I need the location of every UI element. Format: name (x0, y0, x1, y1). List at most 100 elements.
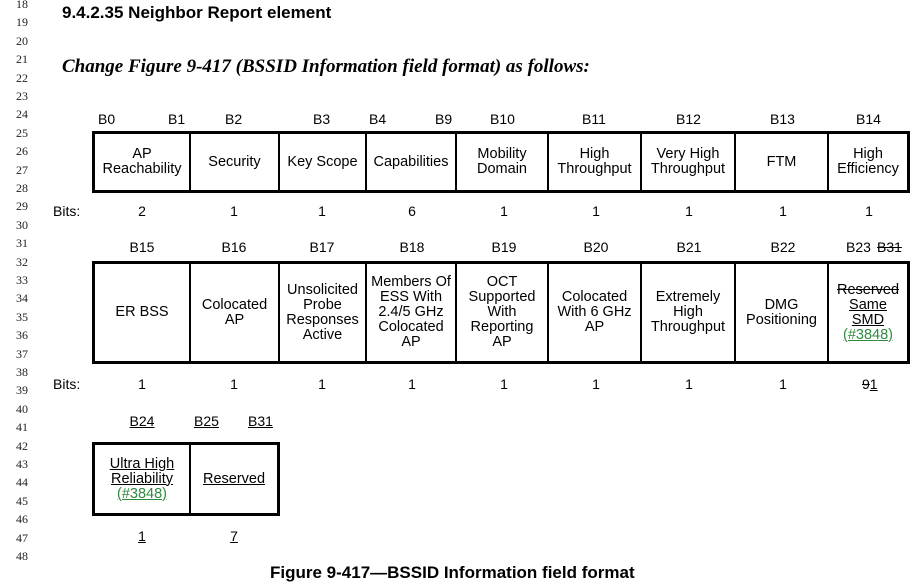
line-number: 41 (16, 420, 28, 435)
field-text-line: Key Scope (287, 153, 358, 170)
comment-ref-link[interactable]: (#3848) (843, 326, 893, 343)
line-number: 36 (16, 328, 28, 343)
field-text-line: ER BSS (115, 304, 169, 320)
field-text-line: Capabilities (373, 153, 449, 170)
field-text-line: Colocated (561, 289, 628, 305)
field-text-line: Probe (303, 296, 342, 313)
field-text-line: Reporting (470, 319, 534, 335)
inserted-text: Same (849, 296, 887, 313)
line-number: 23 (16, 89, 28, 103)
inserted-text: SMD (851, 311, 885, 328)
bit-count: 1 (685, 203, 693, 219)
bit-label: B23 (846, 239, 871, 255)
field-text-line: Active (302, 326, 343, 343)
bit-count: 7 (230, 528, 238, 544)
bit-label-deleted: B31 (877, 239, 902, 255)
line-number: 37 (16, 346, 28, 361)
bit-count: 2 (138, 203, 146, 219)
bit-label: B4 (369, 111, 387, 127)
field-text-line: With 6 GHz (557, 304, 632, 320)
field-security: Security (191, 134, 280, 190)
bits-label: Bits: (53, 376, 81, 392)
line-number: 47 (16, 530, 28, 545)
field-text-line: Throughput (650, 161, 726, 177)
bit-count: 1 (592, 376, 600, 392)
field-ultra-high-reliability: Ultra High Reliability (#3848) (95, 445, 191, 513)
field-text-line: Extremely (655, 289, 721, 305)
line-number: 44 (16, 475, 28, 490)
field-text-line: Reachability (102, 161, 182, 177)
bit-label: B9 (435, 111, 453, 127)
field-text-line: With (487, 304, 517, 320)
bit-label: B20 (583, 239, 609, 255)
deleted-text: Reserved (836, 281, 900, 298)
bit-count: 1 (500, 376, 508, 392)
bit-label: B1 (168, 111, 186, 127)
field-text-line: Colocated (201, 296, 268, 313)
bit-count: 1 (865, 203, 873, 219)
bit-label: B24 (129, 413, 155, 429)
line-number: 42 (16, 438, 28, 453)
line-number: 46 (16, 512, 28, 527)
field-text-line: AP (492, 334, 512, 350)
line-number: 26 (16, 144, 28, 159)
bit-count: 1 (230, 376, 238, 392)
field-ftm: FTM (736, 134, 829, 190)
bit-count: 1 (138, 528, 146, 544)
line-number: 48 (16, 549, 28, 563)
line-number: 33 (16, 273, 28, 287)
field-text-line: High (853, 146, 883, 162)
line-number: 19 (16, 15, 28, 30)
bit-label: B10 (490, 111, 515, 127)
line-number: 31 (16, 236, 28, 251)
field-text-line: AP (224, 311, 245, 328)
bit-count: 1 (779, 203, 787, 219)
editing-instruction: Change Figure 9-417 (BSSID Information f… (62, 56, 590, 77)
field-text-line: Unsolicited (287, 281, 358, 298)
field-text-line: AP (584, 319, 605, 335)
bit-count-edit: 91 (862, 376, 878, 392)
line-number: 28 (16, 181, 28, 195)
field-key-scope: Key Scope (280, 134, 367, 190)
field-text-line: 2.4/5 GHz (378, 304, 444, 320)
field-reserved: Reserved (191, 445, 277, 513)
field-text-line: High (579, 146, 610, 162)
field-text: Security (208, 153, 261, 170)
field-text-line: AP (132, 146, 152, 162)
line-number: 35 (16, 309, 28, 324)
comment-ref-link[interactable]: (#3848) (117, 485, 167, 502)
inserted-text: 1 (869, 376, 878, 392)
field-text-line: FTM (766, 153, 797, 170)
bit-count: 1 (500, 203, 508, 219)
line-number: 34 (16, 291, 28, 306)
field-text-line: Mobility (477, 146, 527, 162)
field-text-line: Security (208, 153, 261, 170)
line-number: 24 (16, 107, 28, 122)
bit-label: B18 (399, 239, 425, 255)
line-number: 39 (16, 383, 28, 398)
bit-label: B31 (248, 413, 273, 429)
field-text-line: High (673, 304, 703, 320)
bit-count: 1 (408, 376, 416, 392)
bits-label: Bits: (53, 203, 81, 219)
bit-label: B16 (221, 239, 247, 255)
field-text-line: ESS With (379, 289, 443, 305)
bit-count: 1 (685, 376, 693, 392)
field-text: Key Scope (287, 153, 358, 170)
row3-field-boxes: Ultra High Reliability (#3848) Reserved (92, 442, 280, 516)
field-text-line: Members Of (371, 274, 451, 290)
